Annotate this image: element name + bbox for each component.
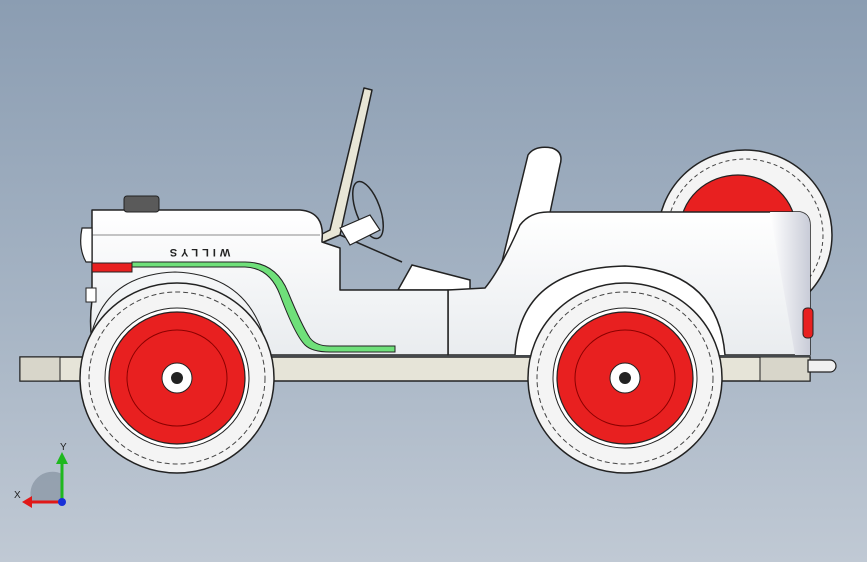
- x-axis-arrow-icon: [22, 496, 32, 508]
- front-fender: [87, 271, 269, 356]
- x-axis-label: X: [14, 490, 21, 501]
- green-trim: [131, 261, 396, 353]
- z-axis-icon: [58, 498, 66, 506]
- hood-brand-text: WILLYS: [166, 246, 231, 258]
- rear-wheel: [527, 282, 723, 474]
- y-axis-arrow-icon: [56, 452, 68, 464]
- coordinate-triad: Y X: [14, 442, 68, 508]
- front-wheel: [79, 282, 275, 474]
- y-axis-label: Y: [60, 442, 67, 453]
- steering-wheel: [339, 180, 403, 263]
